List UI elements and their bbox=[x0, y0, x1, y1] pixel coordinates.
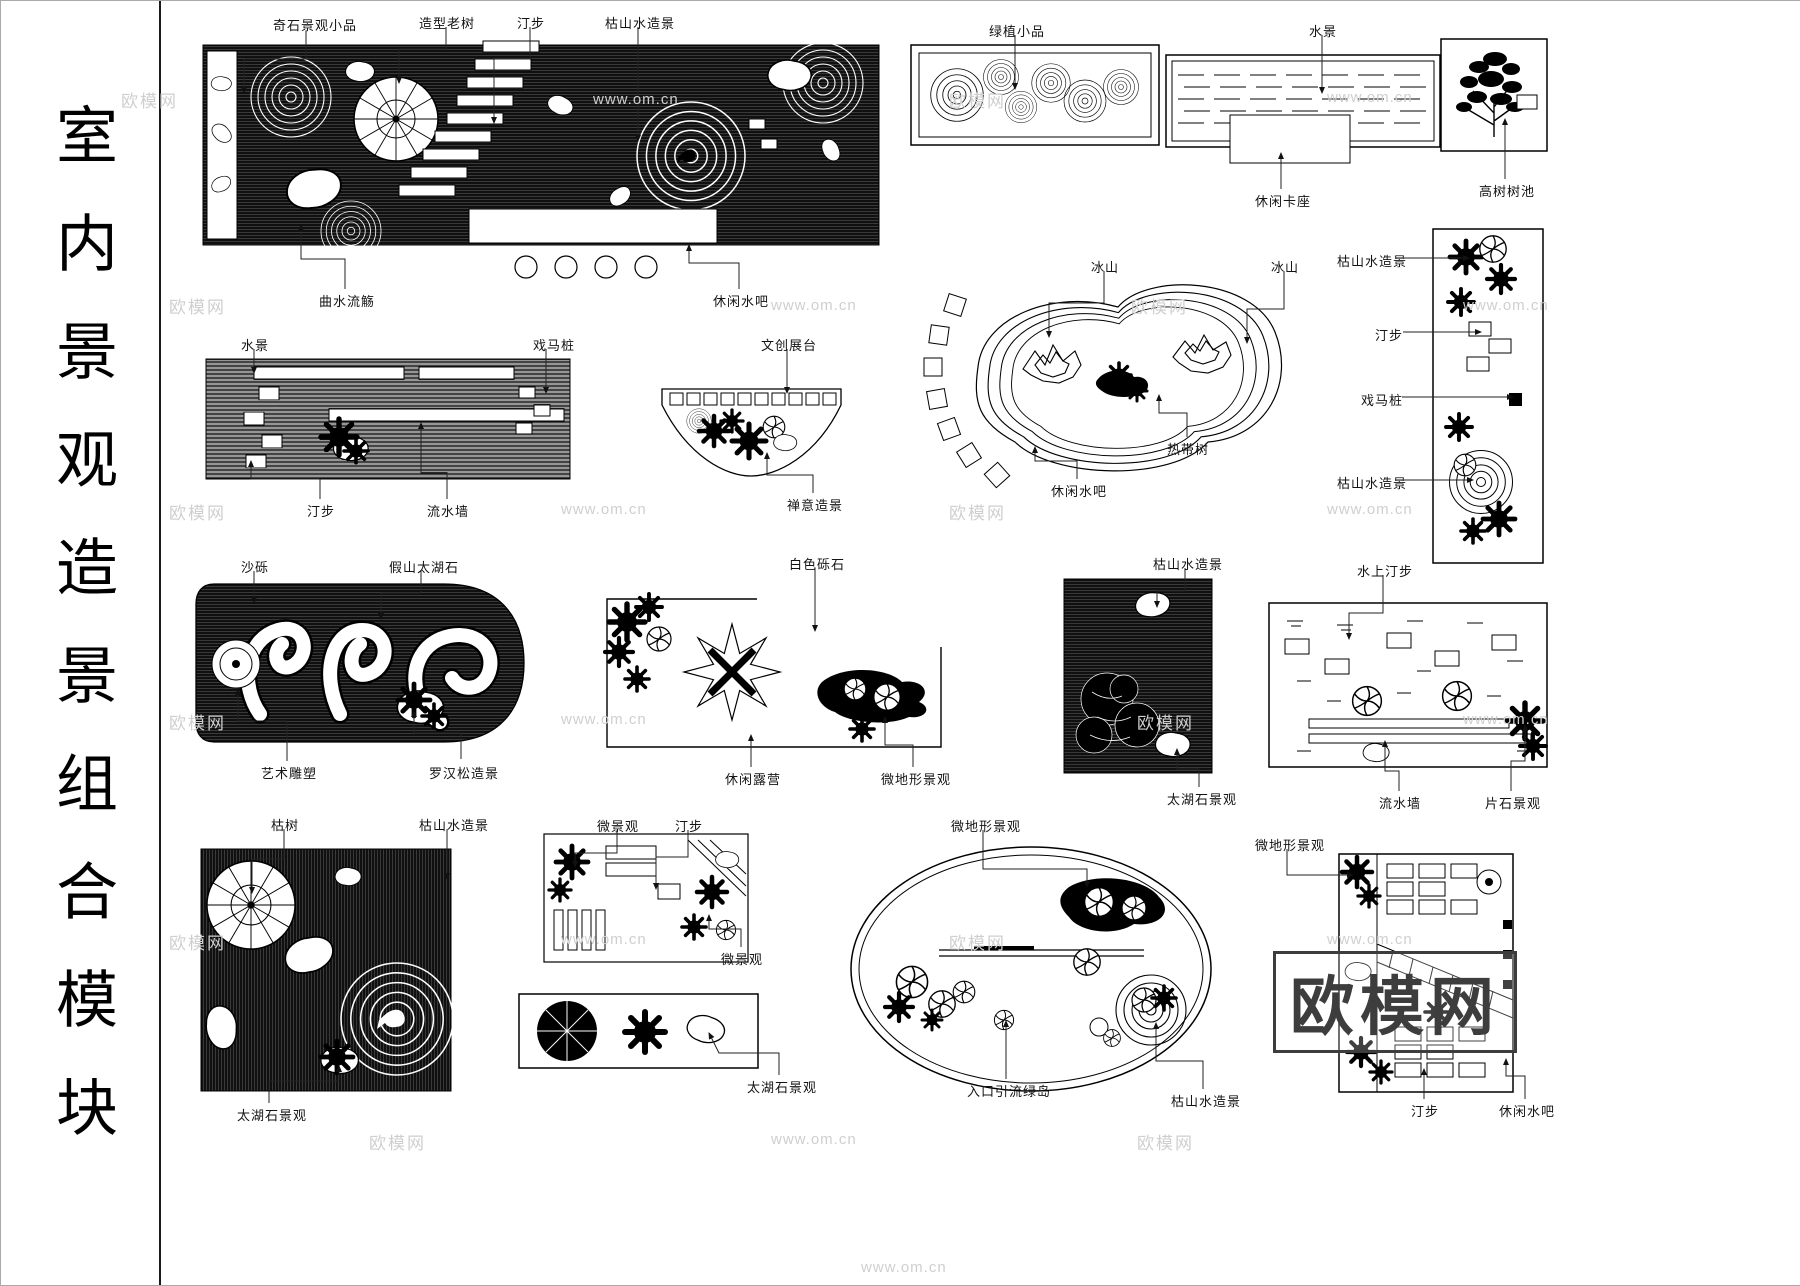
plan-dark-taihu-panel bbox=[1063, 578, 1213, 774]
label-taihu-stone-o: 太湖石景观 bbox=[747, 1080, 818, 1095]
watermark-text: 欧模网 bbox=[369, 1134, 426, 1153]
plan-iceberg-pond bbox=[923, 284, 1283, 489]
watermark-text: www.om.cn bbox=[561, 501, 647, 518]
plan-green-plants bbox=[910, 44, 1160, 146]
watermark-text: 欧模网 bbox=[1137, 1134, 1194, 1153]
watermark-text: www.om.cn bbox=[861, 1259, 947, 1276]
label-stepping-stones-a: 汀步 bbox=[517, 16, 546, 31]
label-dry-landscape-a: 枯山水造景 bbox=[605, 16, 676, 31]
label-iceberg-left: 冰山 bbox=[1091, 260, 1120, 275]
label-micro-landscape-n1: 微景观 bbox=[597, 819, 640, 834]
plan-striped-water bbox=[205, 358, 571, 480]
label-micro-terrain-p: 微地形景观 bbox=[951, 819, 1022, 834]
plan-vertical-strip bbox=[1432, 228, 1544, 564]
plan-cultural-booth bbox=[661, 388, 842, 477]
label-stepping-stones-q: 汀步 bbox=[1411, 1104, 1440, 1119]
label-tropical-tree: 热带树 bbox=[1167, 442, 1210, 457]
watermark-text: www.om.cn bbox=[1327, 89, 1413, 106]
watermark-text: 欧模网 bbox=[949, 92, 1006, 111]
watermark-text: www.om.cn bbox=[771, 1131, 857, 1148]
label-micro-terrain-q: 微地形景观 bbox=[1255, 838, 1326, 853]
label-dry-landscape-k: 枯山水造景 bbox=[1153, 557, 1224, 572]
label-tall-tree-pool: 高树树池 bbox=[1479, 184, 1536, 199]
watermark-text: www.om.cn bbox=[561, 931, 647, 948]
label-shaped-old-tree: 造型老树 bbox=[419, 16, 476, 31]
label-cultural-booth: 文创展台 bbox=[761, 338, 818, 353]
label-green-plants: 绿植小品 bbox=[989, 24, 1046, 39]
plan-rounded-zen-garden bbox=[195, 583, 525, 743]
label-iceberg-right: 冰山 bbox=[1271, 260, 1300, 275]
label-water-wall-l: 流水墙 bbox=[1379, 796, 1422, 811]
label-dry-landscape-f2: 枯山水造景 bbox=[1337, 476, 1408, 491]
label-water-feature-c: 水景 bbox=[1309, 24, 1338, 39]
plan-dark-zen-square bbox=[200, 848, 453, 1092]
plan-tall-tree-pool bbox=[1440, 38, 1548, 152]
label-entrance-green-island: 入口引流绿岛 bbox=[967, 1084, 1052, 1099]
plan-water-feature-seating bbox=[1165, 54, 1441, 164]
label-leisure-bar-e: 休闲水吧 bbox=[1051, 484, 1108, 499]
label-taihu-rockery: 假山太湖石 bbox=[389, 560, 460, 575]
plan-ellipse-island bbox=[850, 846, 1212, 1092]
plan-taihu-strip bbox=[518, 993, 759, 1069]
label-taihu-stone-k: 太湖石景观 bbox=[1167, 792, 1238, 807]
label-white-gravel: 白色砾石 bbox=[789, 557, 846, 572]
label-micro-terrain-j: 微地形景观 bbox=[881, 772, 952, 787]
label-stepping-stones-g: 汀步 bbox=[307, 504, 336, 519]
label-dry-landscape-f1: 枯山水造景 bbox=[1337, 254, 1408, 269]
watermark-text: 欧模网 bbox=[169, 298, 226, 317]
label-leisure-bar-q: 休闲水吧 bbox=[1499, 1104, 1556, 1119]
label-water-steps: 水上汀步 bbox=[1357, 564, 1414, 579]
watermark-text: 欧模网 bbox=[169, 714, 226, 733]
watermark-text: www.om.cn bbox=[771, 297, 857, 314]
watermark-text: 欧模网 bbox=[1131, 298, 1188, 317]
label-dry-landscape-p: 枯山水造景 bbox=[1171, 1094, 1242, 1109]
watermark-text: 欧模网 bbox=[121, 92, 178, 111]
watermark-text: 欧模网 bbox=[949, 934, 1006, 953]
watermark-logo: 欧模网 bbox=[1273, 951, 1517, 1053]
label-dead-tree: 枯树 bbox=[271, 818, 300, 833]
label-play-posts-g: 戏马桩 bbox=[533, 338, 576, 353]
label-leisure-seating: 休闲卡座 bbox=[1255, 194, 1312, 209]
watermark-text: www.om.cn bbox=[593, 91, 679, 108]
label-play-posts-f: 戏马桩 bbox=[1361, 393, 1404, 408]
label-water-wall-g: 流水墙 bbox=[427, 504, 470, 519]
watermark-text: 欧模网 bbox=[949, 504, 1006, 523]
plan-water-steps bbox=[1268, 602, 1548, 768]
plan-zen-garden-large bbox=[202, 40, 880, 279]
watermark-text: www.om.cn bbox=[1463, 297, 1549, 314]
sheet-title: 室内景观造景组合模块 bbox=[46, 103, 114, 1183]
label-podocarpus-scene: 罗汉松造景 bbox=[429, 766, 500, 781]
watermark-text: www.om.cn bbox=[561, 711, 647, 728]
label-water-feature-g: 水景 bbox=[241, 338, 270, 353]
label-winding-water: 曲水流觞 bbox=[319, 294, 376, 309]
watermark-text: www.om.cn bbox=[1463, 711, 1549, 728]
label-gravel: 沙砾 bbox=[241, 560, 270, 575]
label-art-sculpture: 艺术雕塑 bbox=[261, 766, 318, 781]
watermark-text: 欧模网 bbox=[169, 934, 226, 953]
label-stepping-stones-n: 汀步 bbox=[675, 819, 704, 834]
label-micro-landscape-n2: 微景观 bbox=[721, 952, 764, 967]
sheet-title-column: 室内景观造景组合模块 bbox=[1, 1, 161, 1285]
label-taihu-stone-m: 太湖石景观 bbox=[237, 1108, 308, 1123]
label-leisure-bar-a: 休闲水吧 bbox=[713, 294, 770, 309]
label-leisure-camping: 休闲露营 bbox=[725, 772, 782, 787]
watermark-text: www.om.cn bbox=[1327, 931, 1413, 948]
watermark-text: 欧模网 bbox=[169, 504, 226, 523]
label-dry-landscape-m: 枯山水造景 bbox=[419, 818, 490, 833]
label-zen-scene: 禅意造景 bbox=[787, 498, 844, 513]
watermark-text: www.om.cn bbox=[1327, 501, 1413, 518]
label-rock-feature: 奇石景观小品 bbox=[273, 18, 358, 33]
plan-white-gravel-camp bbox=[597, 592, 942, 748]
label-slab-stone: 片石景观 bbox=[1485, 796, 1542, 811]
watermark-text: 欧模网 bbox=[1137, 714, 1194, 733]
label-stepping-stones-f: 汀步 bbox=[1375, 328, 1404, 343]
